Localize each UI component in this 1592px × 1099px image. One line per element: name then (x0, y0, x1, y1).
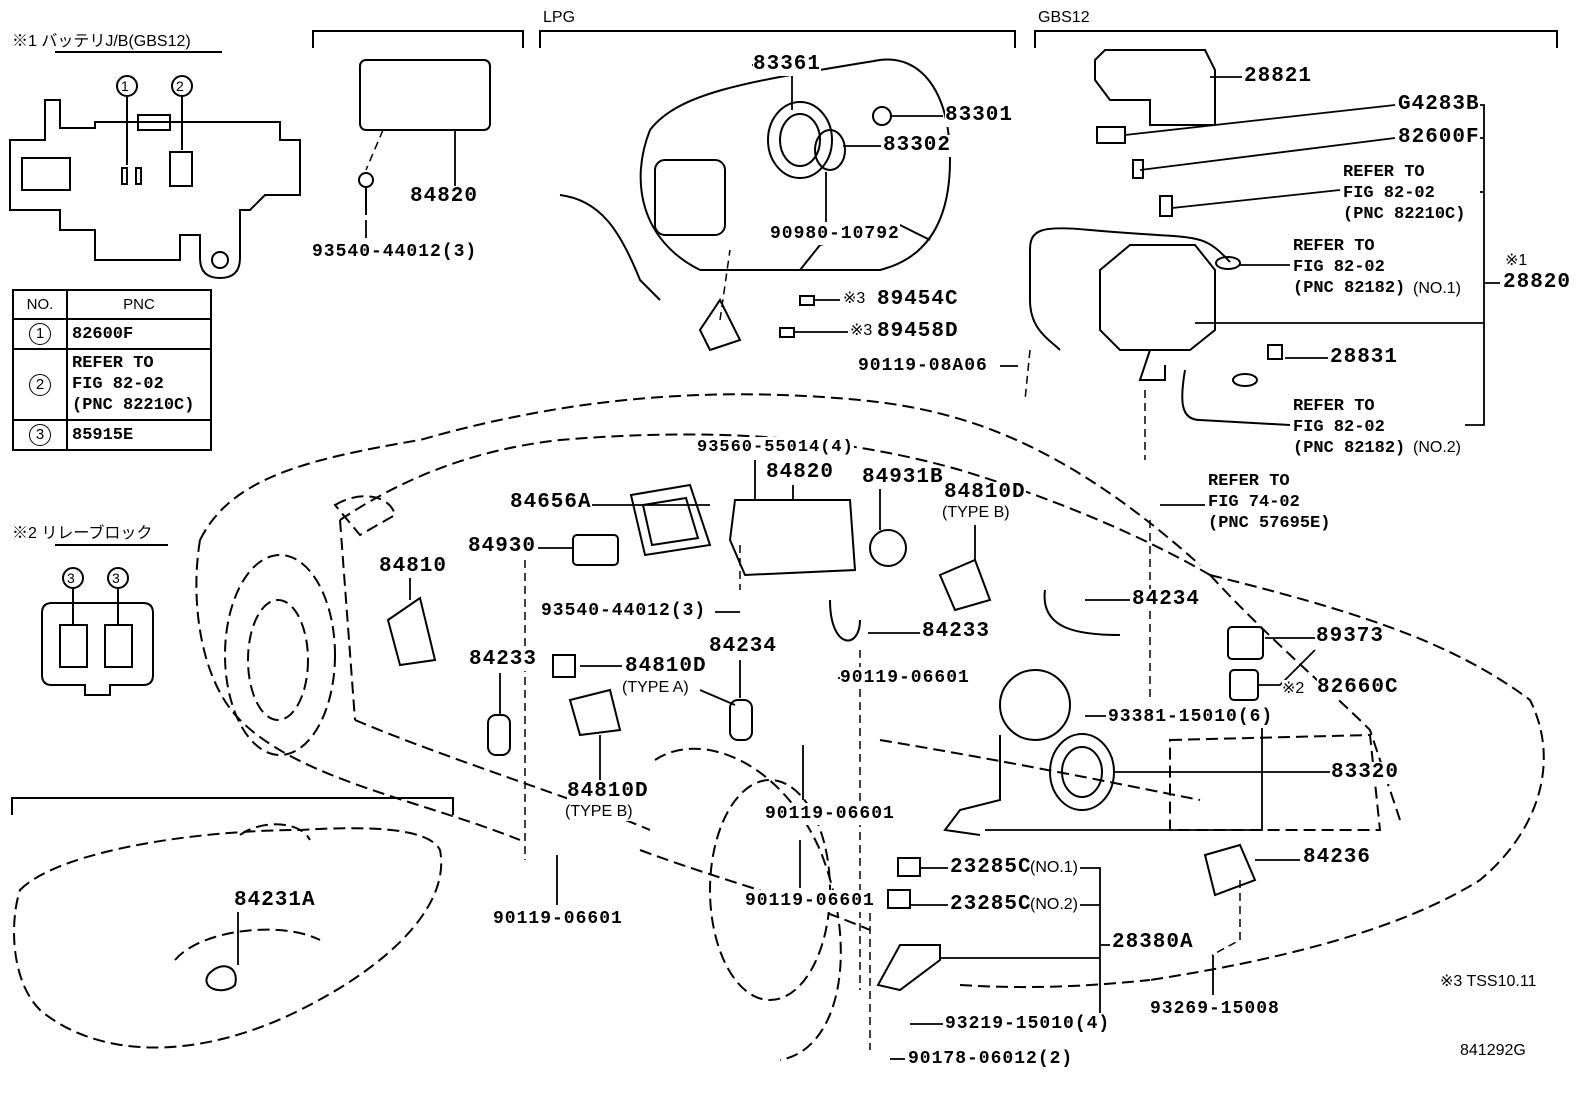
component-drawings (205, 59, 1264, 992)
callout-1: 1 (121, 78, 129, 94)
relay-callout-3a: 3 (67, 570, 75, 586)
part-label: 83301 (945, 104, 1014, 127)
gbs12-parts-drawing (1029, 49, 1291, 426)
part-label: 84930 (468, 535, 537, 558)
pnc-table: NO. PNC 1 82600F 2 REFER TO FIG 82-02 (P… (12, 289, 212, 451)
part-label: 28820 (1503, 271, 1572, 294)
type-note: (TYPE B) (942, 504, 1010, 522)
part-label: 84810D (567, 780, 649, 803)
part-label: 84820 (410, 185, 479, 208)
part-label: 90119-08A06 (858, 355, 988, 377)
part-label: 84234 (709, 635, 778, 658)
row-no: 2 (29, 373, 51, 396)
part-label: 89454C (877, 288, 959, 311)
part-label: 84233 (469, 648, 538, 671)
table-row: 2 REFER TO FIG 82-02 (PNC 82210C) (12, 348, 212, 421)
part-label: 89373 (1316, 625, 1385, 648)
relay-block-drawing (41, 567, 154, 696)
part-label: G4283B (1398, 93, 1480, 116)
part-label: 28380A (1112, 931, 1194, 954)
part-label: 90119-06601 (493, 908, 623, 930)
figure-code: 841292G (1460, 1042, 1526, 1060)
battery-jb-inset-drawing (9, 75, 301, 280)
reference-note: REFER TO FIG 74-02 (PNC 57695E) (1208, 471, 1331, 534)
lpg-section-heading: LPG (543, 9, 576, 27)
row-pnc: 82600F (66, 318, 212, 350)
type-note: (TYPE B) (565, 803, 633, 821)
header-no: NO. (12, 289, 68, 320)
part-label: 82660C (1317, 676, 1399, 699)
part-label: 84233 (922, 620, 991, 643)
number-note: (NO.1) (1413, 280, 1461, 298)
part-label: 84236 (1303, 846, 1372, 869)
part-label: 84820 (766, 461, 835, 484)
part-label: 93540-44012(3) (541, 600, 707, 622)
row-no: 1 (29, 323, 51, 345)
row-pnc: REFER TO FIG 82-02 (PNC 82210C) (66, 348, 212, 421)
row-no: 3 (29, 424, 51, 446)
part-label: 83302 (883, 134, 952, 157)
relay-callout-3b: 3 (112, 570, 120, 586)
part-label: 84231A (234, 889, 316, 912)
table-header-row: NO. PNC (12, 289, 212, 320)
note-mark: ※3 (850, 322, 873, 340)
part-label: 83320 (1331, 761, 1400, 784)
part-label: 83361 (753, 53, 822, 76)
callout-2: 2 (176, 78, 184, 94)
car-body-outline (13, 393, 1545, 1061)
note-mark: ※2 (1282, 680, 1305, 698)
part-label: 93219-15010(4) (945, 1013, 1111, 1035)
part-label: 93269-15008 (1150, 998, 1280, 1020)
reference-note: REFER TO FIG 82-02 (PNC 82210C) (1343, 162, 1466, 225)
row-pnc: 85915E (66, 419, 212, 451)
part-label: 84810D (944, 481, 1026, 504)
part-label: 28831 (1330, 346, 1399, 369)
part-label: 82600F (1398, 126, 1480, 149)
part-label: 84656A (510, 491, 592, 514)
part-label: 23285C (950, 893, 1032, 916)
part-label: 93540-44012(3) (312, 241, 478, 263)
part-label: 84234 (1132, 588, 1201, 611)
part-label: 84931B (862, 466, 944, 489)
type-note: (TYPE A) (622, 679, 689, 697)
number-note: (NO.2) (1030, 896, 1078, 914)
reference-note: REFER TO FIG 82-02 (PNC 82182) (1293, 396, 1406, 459)
part-label: 23285C (950, 856, 1032, 879)
table-row: 3 85915E (12, 419, 212, 451)
number-note: (NO.2) (1413, 439, 1461, 457)
header-pnc: PNC (66, 289, 212, 320)
reference-note: REFER TO FIG 82-02 (PNC 82182) (1293, 236, 1406, 299)
note-3: ※3 TSS10.11 (1440, 973, 1537, 991)
part-label: 90178-06012(2) (908, 1048, 1074, 1070)
part-label: 84810 (379, 555, 448, 578)
note-mark: ※1 (1505, 252, 1528, 270)
part-label: 28821 (1244, 65, 1313, 88)
gbs12-section-heading: GBS12 (1038, 9, 1090, 27)
part-label: 93560-55014(4) (697, 437, 854, 459)
battery-jb-heading: ※1 バッテリJ/B(GBS12) (12, 33, 191, 51)
part-label: 90119-06601 (840, 667, 970, 689)
section-brackets (11, 30, 1558, 815)
part-label: 93381-15010(6) (1108, 706, 1274, 728)
note-mark: ※3 (843, 290, 866, 308)
part-label: 90119-06601 (765, 803, 895, 825)
number-note: (NO.1) (1030, 859, 1078, 877)
table-row: 1 82600F (12, 318, 212, 350)
leader-lines (237, 64, 1500, 1060)
part-label: 90119-06601 (745, 890, 875, 912)
part-label: 90980-10792 (770, 223, 900, 245)
part-label: 84810D (625, 655, 707, 678)
part-label: 89458D (877, 320, 959, 343)
lpg-tank-drawing (559, 58, 952, 352)
relay-block-heading: ※2 リレーブロック (12, 525, 153, 543)
